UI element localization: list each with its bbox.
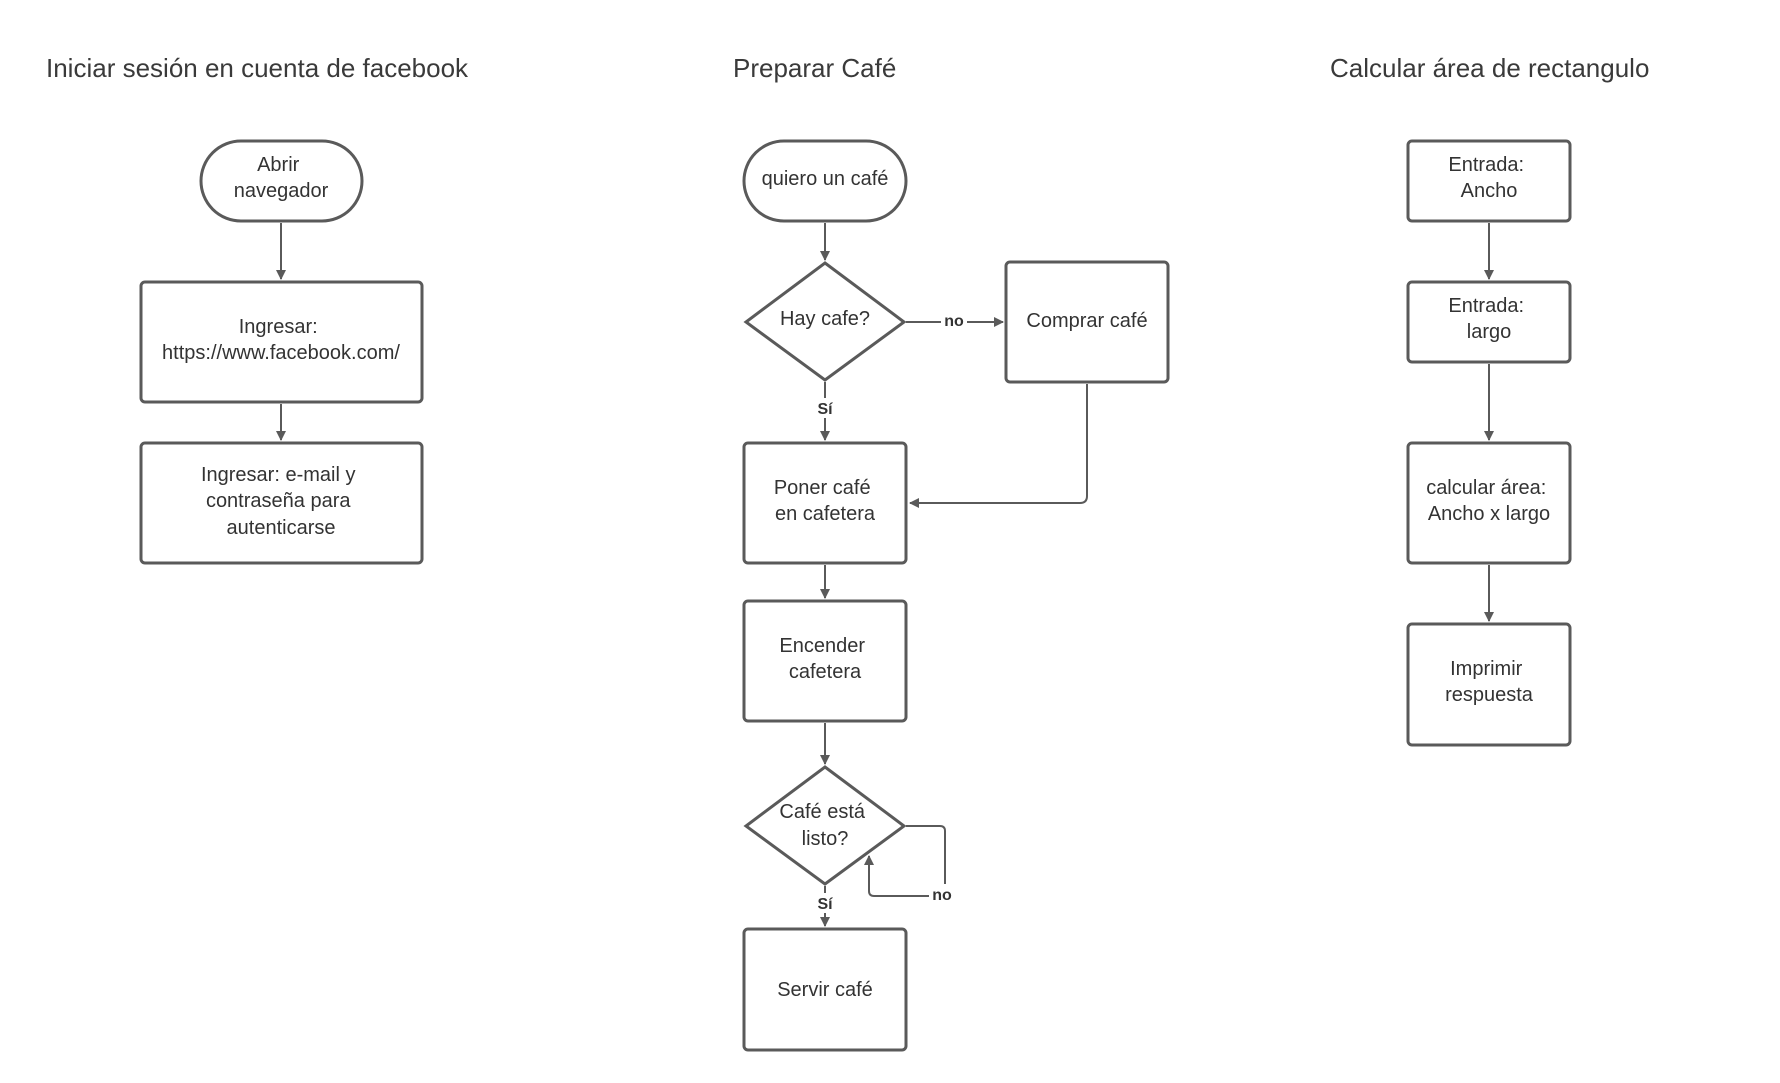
cafe-decision-hay-cafe-text: Hay cafe? (780, 308, 870, 330)
area-flow: Entrada: Ancho Entrada: largo calcular á… (1406, 139, 1572, 747)
cafe-start-terminal (742, 139, 908, 223)
title-facebook: Iniciar sesión en cuenta de facebook (46, 53, 469, 83)
cafe-turn-on-text: Encender cafetera (779, 635, 870, 683)
cafe-flow: quiero un café Hay cafe? Comprar café Po… (742, 139, 1170, 1052)
cafe-decision-hay-cafe (743, 261, 907, 382)
area-print-text: Imprimir respuesta (1445, 658, 1534, 706)
facebook-step-url (139, 280, 424, 404)
area-input-largo-text: Entrada: largo (1448, 295, 1529, 343)
cafe-decision-listo-text: Café está listo? (779, 801, 870, 850)
edge-label-si-serve: Sí (817, 896, 833, 913)
title-area: Calcular área de rectangulo (1330, 53, 1649, 83)
title-cafe: Preparar Café (733, 53, 896, 83)
edge-label-si: Sí (817, 401, 833, 418)
cafe-start-text: quiero un café (762, 168, 889, 190)
area-calc-process (1406, 441, 1572, 565)
facebook-start-terminal (199, 139, 364, 223)
cafe-buy-text: Comprar café (1026, 310, 1147, 332)
cafe-put-process (742, 441, 908, 565)
area-input-ancho-text: Entrada: Ancho (1448, 154, 1529, 202)
area-input-ancho (1406, 139, 1572, 223)
area-calc-text: calcular área: Ancho x largo (1426, 477, 1552, 525)
cafe-serve-process (742, 927, 908, 1052)
facebook-start-text: Abrir navegador (234, 154, 329, 202)
label-bg (941, 310, 967, 330)
edge-label-no: no (944, 313, 964, 330)
area-input-largo (1406, 280, 1572, 364)
label-bg (812, 398, 838, 418)
cafe-serve-text: Servir café (777, 979, 873, 1001)
edge-label-no-loop: no (932, 887, 952, 904)
facebook-flow: Abrir navegador Ingresar: https://www.fa… (139, 139, 424, 565)
cafe-turn-on-process (742, 599, 908, 723)
facebook-step-credentials (139, 441, 424, 565)
facebook-step-url-text: Ingresar: https://www.facebook.com/ (162, 316, 400, 364)
label-bg (812, 893, 838, 913)
cafe-arrow-buy-put (909, 384, 1088, 508)
cafe-buy-process (1004, 260, 1170, 384)
cafe-put-text: Poner café en cafetera (774, 477, 876, 525)
facebook-step-credentials-text: Ingresar: e-mail y contraseña para auten… (201, 464, 361, 539)
cafe-decision-listo (743, 765, 907, 886)
label-bg (929, 884, 955, 904)
area-print-process (1406, 622, 1572, 747)
